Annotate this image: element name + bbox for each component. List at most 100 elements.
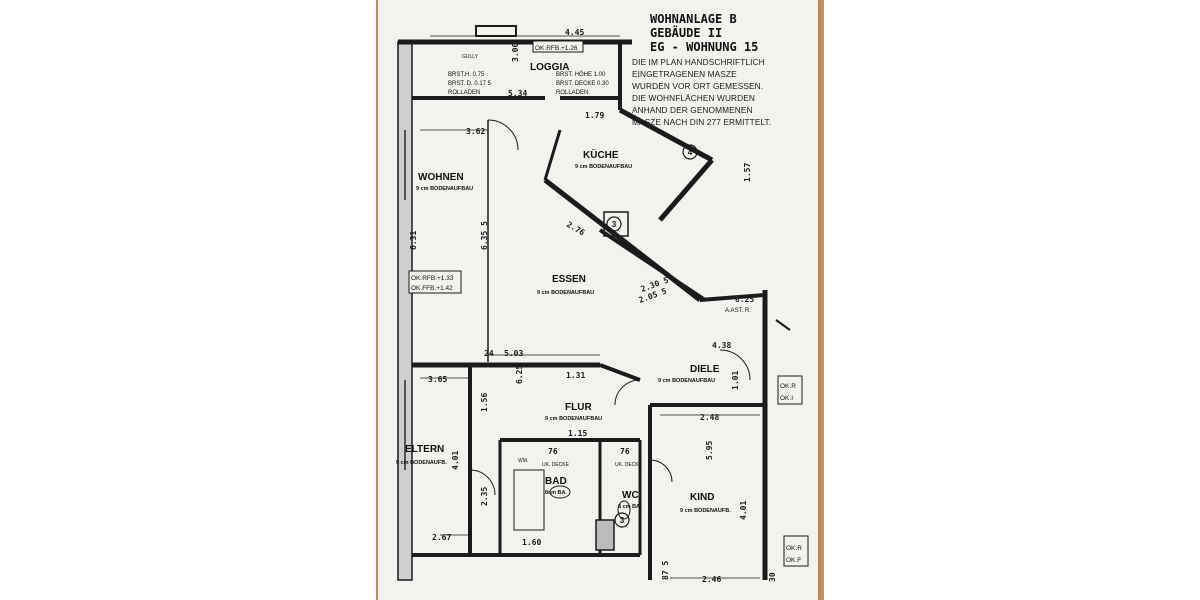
dim-246: 2.46 xyxy=(702,575,721,584)
room-diele-sub: 9 cm BODENAUFBAU xyxy=(658,378,715,384)
room-essen-sub: 9 cm BODENAUFBAU xyxy=(537,290,594,296)
dim-157: 1.57 xyxy=(743,163,752,182)
room-loggia: LOGGIA xyxy=(530,62,569,73)
marker-circle-4 xyxy=(682,144,698,160)
dim-631: 6.31 xyxy=(409,231,418,250)
dim-445: 4.45 xyxy=(565,28,584,37)
dim-300: 3.00 xyxy=(511,43,520,62)
header-line1: WOHNANLAGE B xyxy=(650,12,737,26)
label-okrfb-left1: OK.RFB.+1.33 xyxy=(411,275,454,282)
right-wall-stub xyxy=(775,319,791,331)
room-kueche-sub: 9 cm BODENAUFBAU xyxy=(575,164,632,170)
diele-north-wall xyxy=(699,293,766,302)
room-kueche: KÜCHE xyxy=(583,148,619,161)
room-eltern: ELTERN xyxy=(405,444,444,455)
room-wc: WC xyxy=(622,490,639,501)
dim-156: 1.56 xyxy=(480,393,489,412)
label-aast: A.AST. R. xyxy=(725,308,751,314)
label-ok-right4: OK.F xyxy=(786,557,801,564)
label-ok-right1: OK.R xyxy=(780,383,796,390)
marker-circle-3a xyxy=(606,216,622,232)
marker-3a: 3 xyxy=(612,220,617,229)
kitchen-wall-w xyxy=(543,129,562,181)
dim-131: 1.31 xyxy=(566,371,585,380)
dim-825: 8.25 xyxy=(735,295,754,304)
room-wohnen-sub: 9 cm BODENAUFBAU xyxy=(416,186,473,192)
bad-tub xyxy=(513,469,545,531)
dim-534: 5.34 xyxy=(508,89,527,98)
door-arc-kind xyxy=(649,459,673,483)
label-uk-decke2: UK. DECKE xyxy=(615,462,643,468)
west-wall xyxy=(397,41,413,581)
door-arc-wohnen xyxy=(487,119,519,151)
label-okrfb-left2: OK.FFB.+1.42 xyxy=(411,285,453,292)
dim-401: 4.01 xyxy=(451,451,460,470)
okrfb-left-box xyxy=(408,270,462,294)
dim-276: 2.76 xyxy=(565,220,586,238)
dim-76b: 76 xyxy=(620,447,630,456)
door-arc-diele xyxy=(719,349,751,381)
dim-160: 1.60 xyxy=(522,538,541,547)
room-wohnen: WOHNEN xyxy=(418,172,464,183)
ok-right-box-1 xyxy=(777,375,803,405)
dim-30: 30 xyxy=(768,572,777,582)
label-brst-mid1: BRST. HÖHE 1.00 xyxy=(556,71,606,78)
room-eltern-sub: 9 cm BODENAUFB. xyxy=(396,460,447,466)
dim-267: 2.67 xyxy=(432,533,451,542)
label-okrfb-top: OK.RFB.+1.26 xyxy=(535,45,578,52)
shaft-2 xyxy=(595,519,615,551)
ok-right-box-2 xyxy=(783,535,809,567)
room-bad-sub: 8cm BA. xyxy=(545,490,567,496)
dim-115: 1.15 xyxy=(568,429,587,438)
dim-179: 1.79 xyxy=(585,111,604,120)
dim-625: 6.25 xyxy=(515,365,524,384)
door-arc-eltern xyxy=(469,469,496,496)
room-essen: ESSEN xyxy=(552,274,586,285)
label-brst-mid3: ROLLADEN xyxy=(556,90,588,96)
wall-flur-diag xyxy=(599,363,641,382)
okrfb-box xyxy=(532,40,584,53)
label-wm: WM. xyxy=(518,458,528,464)
label-gully: GULLY xyxy=(462,54,479,60)
dim-438: 4.38 xyxy=(712,341,731,350)
label-brst-left1: BRST.H. 0.75 xyxy=(448,72,485,78)
dim-503: 5.03 xyxy=(504,349,523,358)
marker-circle-3b xyxy=(614,512,630,528)
room-kind-sub: 9 cm BODENAUFB. xyxy=(680,508,731,514)
dim-101: 1.01 xyxy=(731,371,740,390)
kitchen-wall-e xyxy=(658,158,714,222)
diagonal-wall-2 xyxy=(598,228,707,302)
room-kind: KIND xyxy=(690,492,714,503)
dim-635: 6.35 5 xyxy=(480,221,489,250)
dim-365: 3.65 xyxy=(428,375,447,384)
label-uk-decke1: UK. DECKE xyxy=(542,462,570,468)
bad-sink xyxy=(549,485,571,499)
dim-401b: 4.01 xyxy=(739,501,748,520)
door-arc-flur xyxy=(614,379,641,406)
room-wc-sub: 8 cm BA. xyxy=(618,504,642,510)
room-diele: DIELE xyxy=(690,364,720,375)
dim-235: 2.35 xyxy=(480,487,489,506)
header-line2: GEBÄUDE II xyxy=(650,26,723,40)
dim-595: 5.95 xyxy=(705,441,714,460)
marker-4: 4 xyxy=(688,148,693,157)
background-right xyxy=(824,0,1200,600)
room-bad: BAD xyxy=(545,476,567,487)
dim-24: 24 xyxy=(484,349,494,358)
label-brst-mid2: BRST. DECKE 0.30 xyxy=(556,81,609,87)
header-line3: EG - WOHNUNG 15 xyxy=(650,40,759,54)
label-brst-left2: BRST. D. 0.17 5 xyxy=(448,81,492,87)
room-flur: FLUR xyxy=(565,402,592,413)
room-flur-sub: 9 cm BODENAUFBAU xyxy=(545,416,602,422)
shaft-1 xyxy=(603,211,629,237)
label-brst-left3: ROLLADEN xyxy=(448,90,480,96)
wc-bowl xyxy=(617,500,631,520)
marker-3b: 3 xyxy=(620,516,625,525)
dim-248: 2.48 xyxy=(700,413,719,422)
dim-875: 87 5 xyxy=(661,561,670,580)
dim-362: 3.62 xyxy=(466,127,485,136)
measurement-note: DIE IM PLAN HANDSCHRIFTLICH EINGETRAGENE… xyxy=(632,57,772,127)
background-left xyxy=(0,0,376,600)
label-ok-right2: OK.I xyxy=(780,395,793,402)
